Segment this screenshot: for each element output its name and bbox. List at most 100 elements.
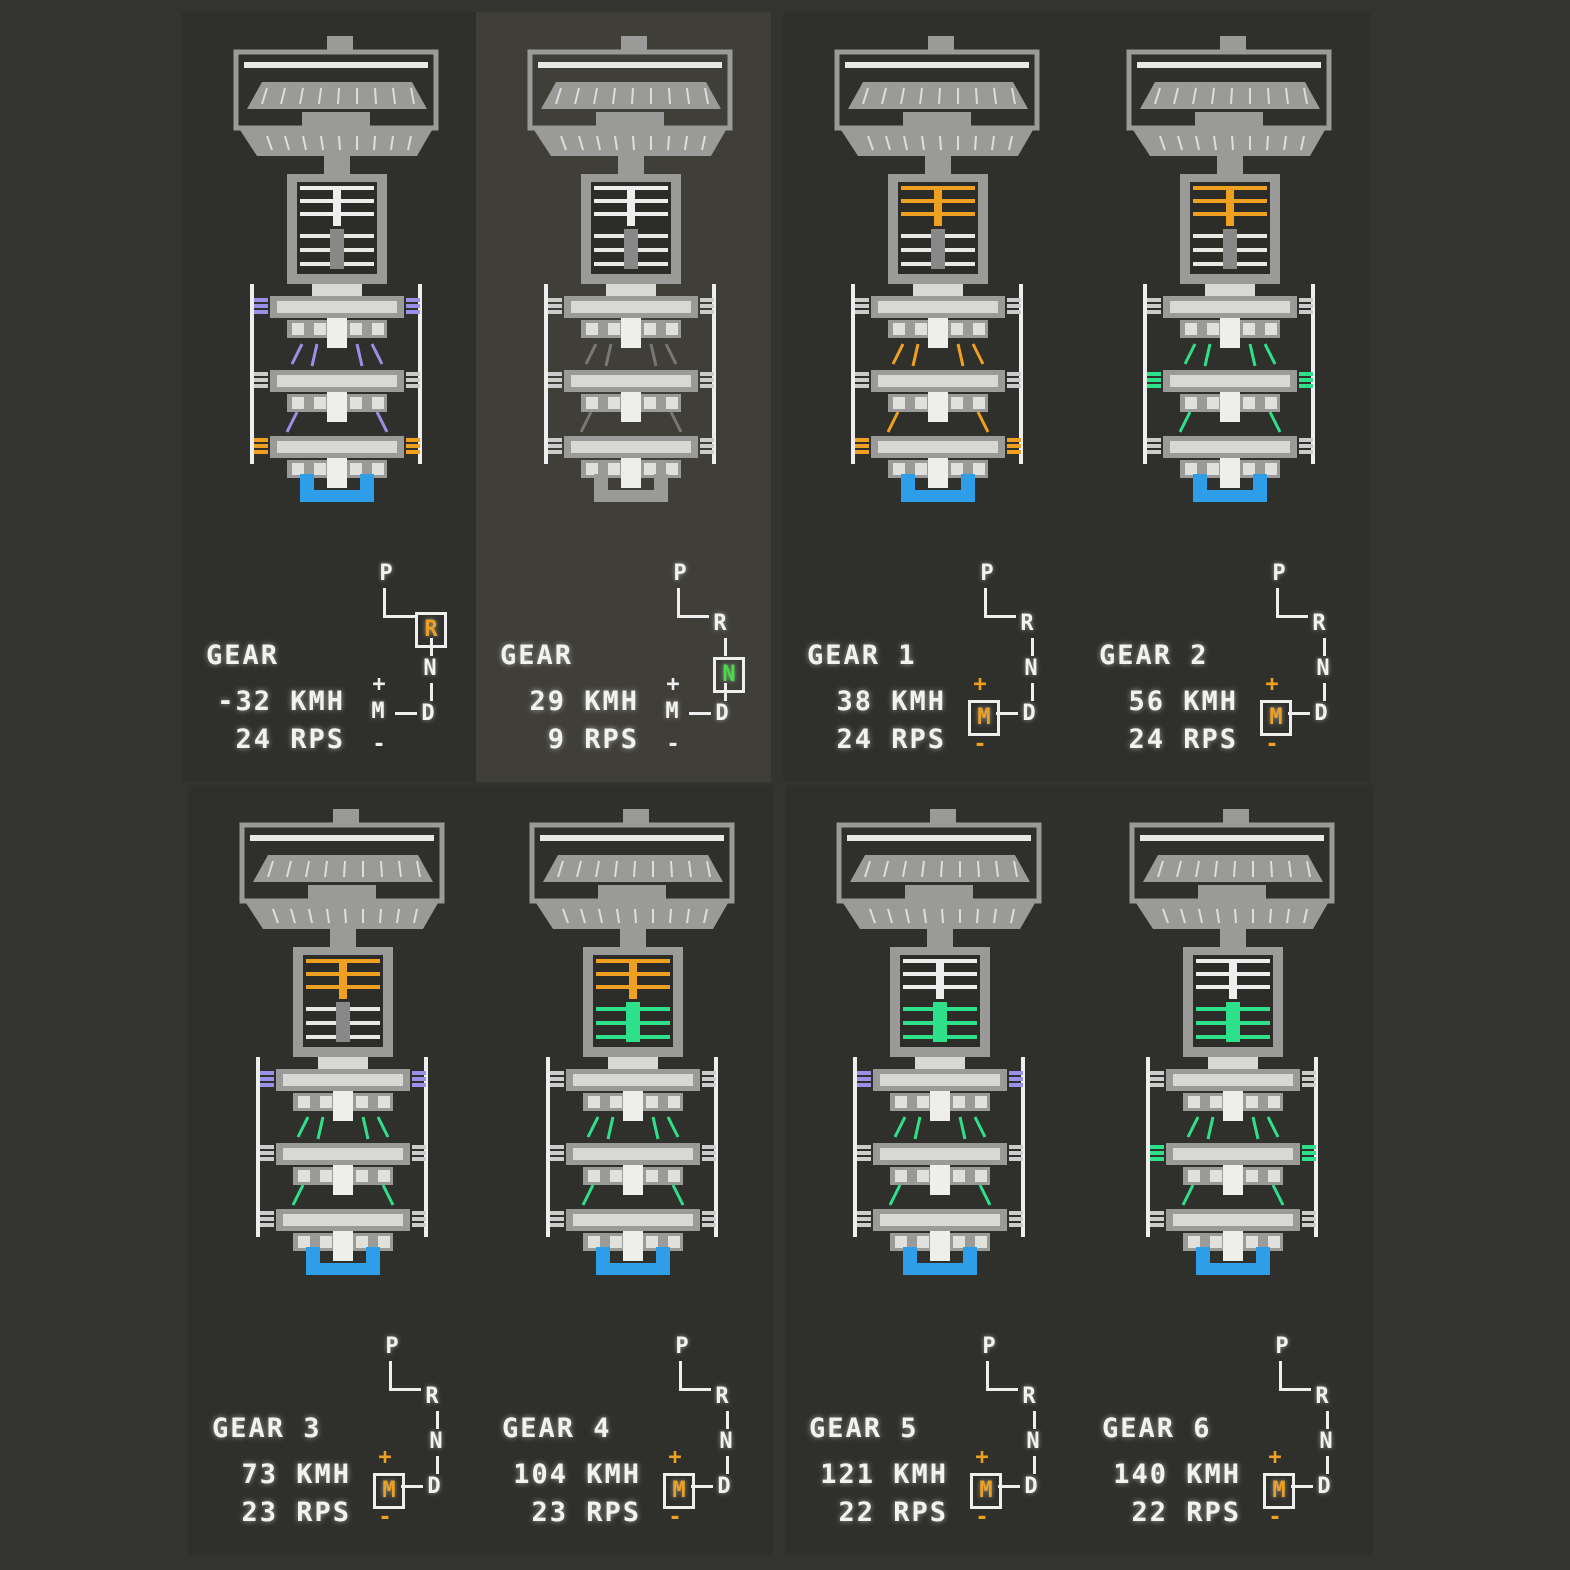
shifter-neutral[interactable]: N [1024,656,1038,681]
shift-up-indicator[interactable]: + [378,1445,392,1470]
shifter-park[interactable]: P [1272,561,1286,586]
shifter-manual[interactable]: M [970,1473,1002,1509]
torque-converter [836,822,1042,929]
input-shaft [623,809,649,825]
shifter-neutral[interactable]: N [429,1429,443,1454]
link-lines [1178,343,1282,433]
shift-down-indicator[interactable]: - [378,1505,392,1530]
shift-down-indicator[interactable]: - [1265,732,1279,757]
clutch-pack [548,436,714,488]
shift-down-indicator[interactable]: - [1268,1505,1282,1530]
speed-readout: 56 KMH [1128,686,1238,717]
output-shaft [901,474,975,502]
shifter-reverse[interactable]: R [1020,611,1034,636]
torque-converter [239,822,445,929]
shifter-park[interactable]: P [675,1334,689,1359]
shifter-neutral[interactable]: N [423,656,437,681]
shifter-neutral[interactable]: N [719,1429,733,1454]
shifter-reverse[interactable]: R [1022,1384,1036,1409]
shift-up-indicator[interactable]: + [1268,1445,1282,1470]
shifter-manual[interactable]: M [1263,1473,1295,1509]
clutch-pack [260,1069,426,1121]
shifter-drive[interactable]: D [1024,1474,1038,1499]
speed-readout: 29 KMH [529,686,639,717]
link-lines [291,1116,395,1206]
shifter-neutral[interactable]: N [1319,1429,1333,1454]
clutch-pack [857,1209,1023,1261]
shifter-reverse[interactable]: R [715,1384,729,1409]
link-lines [1181,1116,1285,1206]
shift-up-indicator[interactable]: + [973,672,987,697]
shifter-drive[interactable]: D [421,701,435,726]
link-lines [888,1116,992,1206]
output-shaft [903,1247,977,1275]
clutch-pack [855,370,1021,422]
output-shaft [306,1247,380,1275]
shift-up-indicator[interactable]: + [668,1445,682,1470]
torque-converter [529,822,735,929]
shifter-manual[interactable]: M [373,1473,405,1509]
link-lines [581,1116,685,1206]
shifter-park[interactable]: P [673,561,687,586]
shifter-park[interactable]: P [1275,1334,1289,1359]
shift-up-indicator[interactable]: + [372,672,386,697]
planetary-gearset [583,947,683,1057]
speed-readout: 121 KMH [820,1459,948,1490]
shifter-park[interactable]: P [980,561,994,586]
shifter-neutral[interactable]: N [1026,1429,1040,1454]
shifter-reverse[interactable]: R [425,1384,439,1409]
shifter-reverse[interactable]: R [713,611,727,636]
shifter-drive[interactable]: D [717,1474,731,1499]
shifter-drive[interactable]: D [715,701,729,726]
shift-up-indicator[interactable]: + [1265,672,1279,697]
shifter-park[interactable]: P [982,1334,996,1359]
link-lines [886,343,990,433]
shifter-drive[interactable]: D [1314,701,1328,726]
shift-up-indicator[interactable]: + [666,672,680,697]
shifter-neutral[interactable]: N [1316,656,1330,681]
clutch-pack [855,436,1021,488]
shifter-manual[interactable]: M [371,699,385,724]
planetary-gearset [888,174,988,284]
rps-readout: 9 RPS [547,724,639,755]
clutch-pack [550,1069,716,1121]
shifter-reverse[interactable]: R [1312,611,1326,636]
clutch-pack [260,1209,426,1261]
shifter-neutral[interactable]: N [713,657,745,693]
clutch-pack [548,296,714,348]
shifter-reverse[interactable]: R [1315,1384,1329,1409]
torque-converter [1129,822,1335,929]
shift-down-indicator[interactable]: - [372,732,386,757]
shift-down-indicator[interactable]: - [973,732,987,757]
shifter-manual[interactable]: M [663,1473,695,1509]
shifter-park[interactable]: P [385,1334,399,1359]
rps-readout: 24 RPS [836,724,946,755]
transmission-diagram [836,809,1042,1275]
clutch-pack [1150,1143,1316,1195]
shifter-park[interactable]: P [379,561,393,586]
shift-down-indicator[interactable]: - [975,1505,989,1530]
shifter-manual[interactable]: M [968,700,1000,736]
planetary-gearset [1183,947,1283,1057]
clutch-pack [1150,1209,1316,1261]
planetary-gearset [890,947,990,1057]
shift-up-indicator[interactable]: + [975,1445,989,1470]
shifter-drive[interactable]: D [1317,1474,1331,1499]
planetary-gearset [581,174,681,284]
shifter-manual[interactable]: M [665,699,679,724]
shifter-drive[interactable]: D [427,1474,441,1499]
shift-down-indicator[interactable]: - [666,732,680,757]
shifter-drive[interactable]: D [1022,701,1036,726]
shifter-manual[interactable]: M [1260,700,1292,736]
planetary-gearset [287,174,387,284]
shift-down-indicator[interactable]: - [668,1505,682,1530]
